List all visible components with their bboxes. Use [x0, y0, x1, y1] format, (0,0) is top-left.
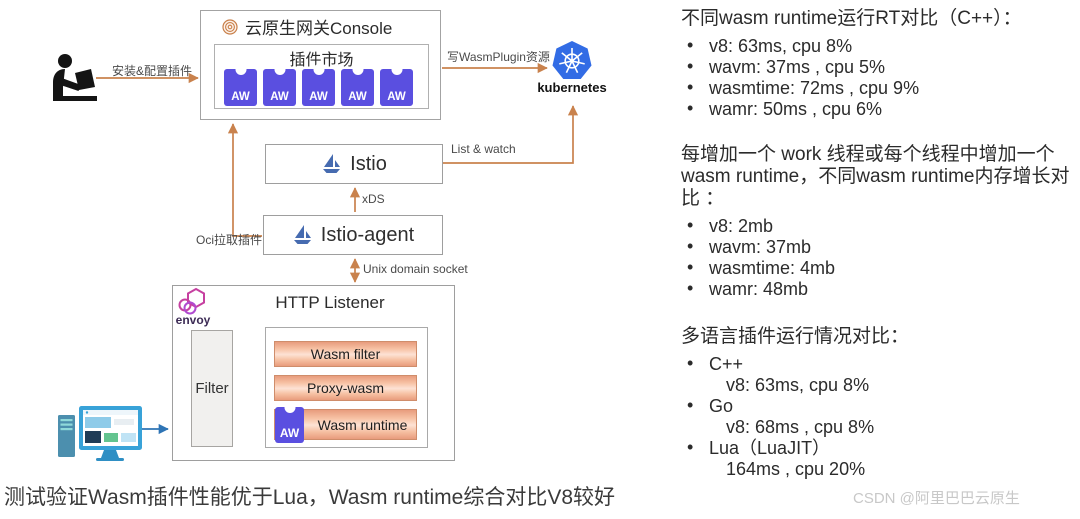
gateway-spiral-icon — [222, 18, 238, 35]
list-item: •Lua（LuaJIT） — [687, 437, 831, 458]
section-title: 不同wasm runtime运行RT对比（C++）： — [681, 8, 1022, 29]
csdn-watermark: CSDN @阿里巴巴云原生 — [853, 490, 1020, 507]
filter-box: Filter — [191, 330, 233, 447]
section-title: 多语言插件运行情况对比： — [681, 326, 910, 347]
list-item: •wavm: 37ms , cpu 5% — [687, 56, 886, 77]
section-memory-comparison: 每增加一个 work 线程或每个线程中增加一个 wasm runtime，不同w… — [681, 144, 1080, 300]
oci-pull-label: Oci拉取插件 — [196, 233, 263, 247]
wasm-plugin-tile: AW — [224, 69, 257, 106]
istio-label: Istio — [350, 152, 387, 175]
wasm-plugin-tile: AW — [263, 69, 296, 106]
istio-box: Istio — [265, 144, 443, 184]
install-config-label: 安装&配置插件 — [111, 64, 192, 78]
list-item: •C++ — [687, 353, 744, 374]
list-item: •wasmtime: 4mb — [687, 257, 836, 278]
wasm-runtime-badge: AW — [275, 407, 304, 443]
operator-person-icon — [53, 54, 97, 101]
kubernetes-icon — [552, 41, 592, 79]
console-title: 云原生网关Console — [222, 14, 392, 39]
list-item: •v8: 63ms, cpu 8% — [687, 35, 853, 56]
conclusion-caption: 测试验证Wasm插件性能优于Lua，Wasm runtime综合对比V8较好 — [4, 486, 616, 509]
proxy-wasm-label: Proxy-wasm — [306, 380, 384, 396]
http-listener-title: HTTP Listener — [275, 293, 385, 312]
list-item: •v8: 2mb — [687, 215, 774, 236]
list-item: •wavm: 37mb — [687, 236, 812, 257]
plugin-tiles: AW AW AW AW AW — [224, 69, 413, 106]
envoy-label: envoy — [175, 313, 211, 327]
istio-sail-icon — [323, 153, 341, 173]
section-rt-comparison: 不同wasm runtime运行RT对比（C++）： •v8: 63ms, cp… — [681, 8, 1080, 120]
list-watch-label: List & watch — [451, 142, 516, 156]
proxy-wasm-box: Proxy-wasm — [274, 375, 417, 401]
list-item: •wasmtime: 72ms , cpu 9% — [687, 77, 920, 98]
istio-agent-label: Istio-agent — [320, 223, 415, 246]
filter-label: Filter — [195, 380, 229, 397]
workstation-icon — [58, 406, 142, 461]
envoy-icon — [178, 287, 205, 315]
list-item: •wamr: 48mb — [687, 278, 809, 299]
kubernetes-label: kubernetes — [537, 80, 607, 95]
list-item: •Go — [687, 395, 734, 416]
wasm-filter-label: Wasm filter — [310, 346, 381, 362]
wasm-plugin-tile: AW — [302, 69, 335, 106]
section-title: 每增加一个 work 线程或每个线程中增加一个 wasm runtime，不同w… — [681, 144, 1070, 209]
list-item-detail: v8: 68ms , cpu 8% — [726, 417, 875, 437]
write-wasmplugin-label: 写WasmPlugin资源 — [447, 50, 550, 64]
wasm-plugin-tile: AW — [380, 69, 413, 106]
list-item: •wamr: 50ms , cpu 6% — [687, 98, 883, 119]
list-item-detail: 164ms , cpu 20% — [726, 459, 866, 479]
wasm-plugin-tile: AW — [341, 69, 374, 106]
list-item-detail: v8: 63ms, cpu 8% — [726, 375, 870, 395]
istio-agent-box: Istio-agent — [263, 215, 443, 255]
wasm-runtime-label: Wasm runtime — [317, 416, 408, 433]
xds-label: xDS — [362, 192, 385, 206]
wasm-filter-box: Wasm filter — [274, 341, 417, 367]
console-title-text: 云原生网关Console — [245, 19, 393, 38]
section-language-comparison: 多语言插件运行情况对比： •C++ v8: 63ms, cpu 8% •Go v… — [681, 326, 1080, 480]
plugin-market-title: 插件市场 — [289, 52, 354, 69]
unix-domain-socket-label: Unix domain socket — [363, 262, 468, 276]
istio-sail-icon — [293, 224, 311, 244]
